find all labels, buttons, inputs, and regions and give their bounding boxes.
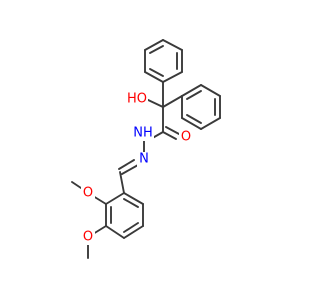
imine-nitrogen-label: N [139, 152, 149, 167]
label-background [126, 92, 148, 107]
bond-ring-to-lower-methoxy-o [92, 225, 107, 235]
lower-methoxy-oxygen-label: O [83, 230, 93, 245]
imine-double-bond [118, 159, 135, 170]
bond [105, 192, 125, 205]
carbonyl-oxygen-label: O [181, 130, 191, 145]
imine-double-bond [121, 164, 139, 175]
bond [162, 39, 183, 51]
carbonyl-double-bond [162, 131, 177, 140]
bond [123, 225, 144, 239]
bond [162, 71, 183, 83]
label-background [132, 126, 154, 141]
hydroxyl-label: HO [127, 92, 147, 107]
label-background [81, 230, 95, 245]
bond-central-carbon-to-right-ring [162, 95, 183, 108]
label-background [179, 130, 193, 145]
bond [144, 39, 164, 51]
double-bond [186, 114, 202, 124]
double-bond [186, 90, 202, 100]
label-background [137, 152, 151, 167]
double-bond [123, 222, 139, 233]
bond-central-carbon-to-hydroxyl [145, 98, 164, 108]
bond-ring-to-upper-methoxy-o [92, 195, 107, 205]
label-background [81, 186, 95, 201]
top-phenyl-ring [144, 39, 183, 83]
bond [144, 71, 164, 83]
right-phenyl-ring [181, 84, 221, 130]
bond [105, 225, 125, 239]
bond [181, 117, 202, 130]
double-bond [123, 198, 139, 208]
double-bond [149, 45, 164, 54]
carbonyl-double-bond [165, 126, 180, 135]
double-bond [149, 68, 164, 77]
bond-imine-carbon-to-ring [119, 171, 125, 194]
bond [123, 192, 144, 205]
bond [200, 84, 221, 97]
dimethoxyphenyl-ring [105, 192, 144, 239]
upper-methoxy-oxygen-label: O [83, 186, 93, 201]
bond [200, 117, 221, 130]
molecule-structure-diagram: HO O NH N O O [71, 39, 221, 259]
amide-nitrogen-label: NH [133, 126, 153, 141]
bond [181, 84, 202, 97]
